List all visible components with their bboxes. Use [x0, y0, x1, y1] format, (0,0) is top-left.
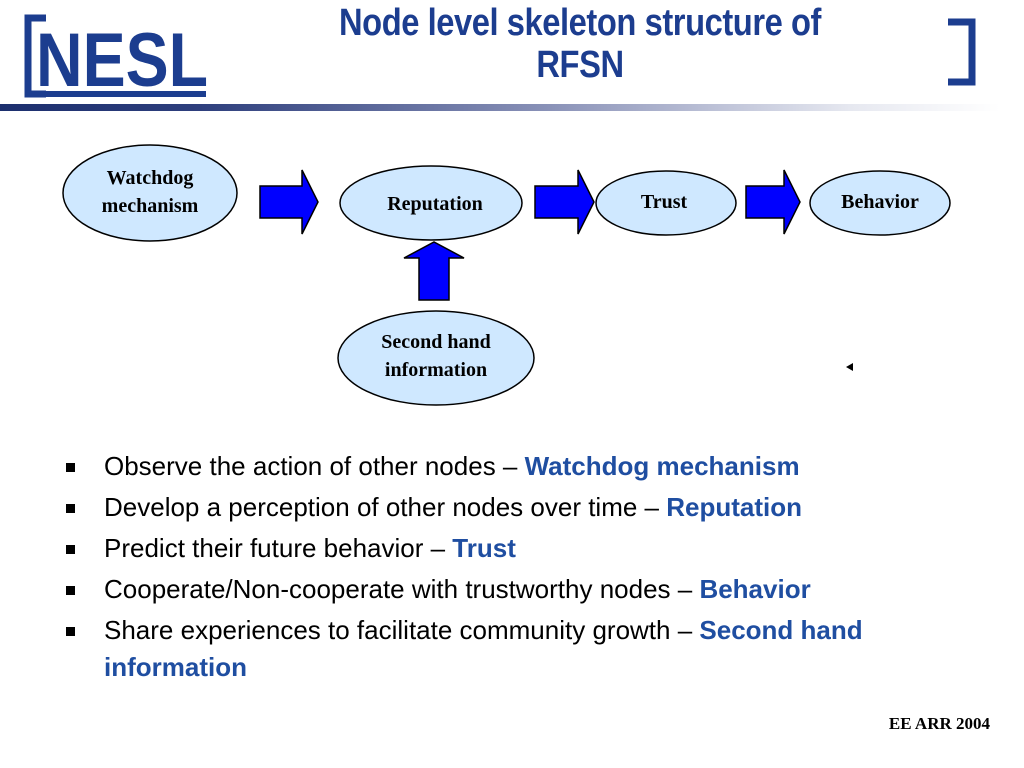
bullet-square-icon [66, 586, 75, 595]
title-line-2: RFSN [536, 44, 624, 86]
bullet-item: Develop a perception of other nodes over… [64, 489, 984, 526]
bullet-item: Predict their future behavior – Trust [64, 530, 984, 567]
nesl-logo: NESL [24, 6, 210, 100]
title-line-1: Node level skeleton structure of [338, 2, 822, 44]
node-second-hand-shape [337, 310, 535, 406]
node-watchdog-shape [62, 144, 238, 242]
footer-label: EE ARR 2004 [888, 714, 990, 733]
page-title: Node level skeleton structure of RFSN [279, 2, 881, 86]
rfsn-diagram: Watchdog mechanism Reputation Trust Beha… [0, 130, 1024, 420]
node-trust-shape [595, 170, 737, 236]
bullet-text: Cooperate/Non-cooperate with trustworthy… [104, 574, 700, 604]
node-second-hand-line2: information [384, 359, 488, 381]
node-behavior: Behavior [841, 191, 919, 213]
bullet-highlight: Watchdog mechanism [524, 451, 800, 481]
node-second-hand-line1: Second hand [381, 331, 491, 353]
node-reputation-shape [339, 165, 523, 241]
node-second-hand: Second hand information [338, 328, 534, 384]
small-marker [846, 363, 853, 371]
bullet-square-icon [66, 463, 75, 472]
bullet-text: Develop a perception of other nodes over… [104, 492, 667, 522]
bullet-highlight: Second hand information [104, 615, 863, 682]
bullet-highlight: Behavior [699, 574, 811, 604]
bullet-square-icon [66, 504, 75, 513]
svg-text:NESL: NESL [36, 18, 208, 100]
bullet-highlight: Trust [452, 533, 516, 563]
bullet-square-icon [66, 627, 75, 636]
node-watchdog: Watchdog mechanism [64, 164, 236, 220]
bullet-text: Predict their future behavior – [104, 533, 453, 563]
arrow-trust-to-behavior [745, 169, 801, 235]
bullet-item: Observe the action of other nodes – Watc… [64, 448, 984, 485]
right-bracket-decoration [944, 18, 978, 86]
node-trust: Trust [640, 191, 688, 213]
node-behavior-shape [809, 170, 951, 236]
arrow-reputation-to-trust [534, 169, 595, 235]
node-watchdog-line2: mechanism [101, 195, 199, 217]
header-divider [0, 104, 1000, 111]
node-reputation: Reputation [387, 193, 483, 215]
bullet-item: Share experiences to facilitate communit… [64, 612, 984, 686]
bullet-highlight: Reputation [666, 492, 802, 522]
node-watchdog-line1: Watchdog [106, 167, 194, 189]
arrow-second-hand-to-reputation [403, 241, 465, 301]
bullet-list: Observe the action of other nodes – Watc… [64, 448, 984, 690]
bullet-text: Observe the action of other nodes – [104, 451, 525, 481]
arrow-watchdog-to-reputation [259, 169, 319, 235]
bullet-square-icon [66, 545, 75, 554]
bullet-item: Cooperate/Non-cooperate with trustworthy… [64, 571, 984, 608]
bullet-text: Share experiences to facilitate communit… [104, 615, 700, 645]
